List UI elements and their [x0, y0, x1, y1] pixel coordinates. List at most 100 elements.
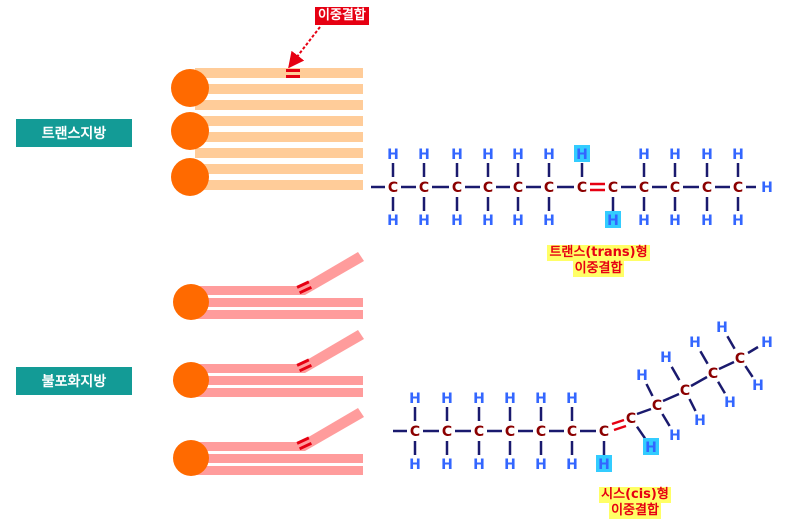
carbon-atom: C: [599, 424, 609, 440]
bond-line: [635, 425, 647, 440]
hydrogen-atom: H: [543, 147, 555, 163]
cis-double-bond-caption: 시스(cis)형 이중결합: [580, 487, 690, 519]
hydrogen-atom: H: [409, 391, 421, 407]
carbon-atom: C: [639, 180, 649, 196]
cis-tail: [195, 442, 305, 451]
double-bond-mark: [296, 280, 310, 289]
trans-caption-line2: 이중결합: [572, 261, 625, 277]
unsaturated-fat-label: 불포화지방: [16, 367, 132, 395]
double-bond-mark: [298, 285, 313, 295]
hydrogen-atom: H: [418, 213, 430, 229]
hydrogen-atom: H: [504, 457, 516, 473]
cis-tail-bent: [300, 330, 364, 373]
hydrogen-atom: H: [576, 147, 588, 163]
carbon-atom: C: [680, 383, 690, 399]
cis-tail: [195, 466, 363, 475]
cis-tail: [195, 298, 363, 307]
bond-line: [718, 360, 735, 371]
lipid-head: [171, 69, 209, 107]
hydrogen-atom: H: [566, 457, 578, 473]
double-bond-mark: [296, 436, 310, 445]
bond-line: [747, 345, 759, 355]
hydrogen-atom: H: [669, 428, 681, 444]
carbon-atom: C: [452, 180, 462, 196]
carbon-atom: C: [544, 180, 554, 196]
bond-line: [636, 407, 652, 416]
bond-line: [717, 381, 726, 394]
hydrogen-atom: H: [732, 213, 744, 229]
hydrogen-atom: H: [387, 147, 399, 163]
hydrogen-atom: H: [543, 213, 555, 229]
lipid-head: [173, 362, 209, 398]
hydrogen-atom: H: [689, 335, 701, 351]
carbon-atom: C: [536, 424, 546, 440]
hydrogen-atom: H: [473, 457, 485, 473]
double-bond-mark: [298, 363, 313, 373]
highlight-box: [574, 145, 590, 162]
hydrogen-atom: H: [535, 391, 547, 407]
bond-line: [670, 366, 681, 381]
bond-line: [661, 413, 671, 427]
trans-tail: [195, 84, 363, 94]
hydrogen-atom: H: [607, 213, 619, 229]
cis-tail: [195, 286, 305, 295]
hydrogen-atom: H: [732, 147, 744, 163]
carbon-atom: C: [483, 180, 493, 196]
lipid-head: [173, 440, 209, 476]
lipid-head: [171, 112, 209, 150]
hydrogen-atom: H: [482, 147, 494, 163]
hydrogen-atom-terminal: H: [761, 335, 773, 351]
highlight-box: [643, 438, 659, 455]
hydrogen-atom: H: [566, 391, 578, 407]
hydrogen-atom: H: [701, 147, 713, 163]
hydrogen-atom: H: [441, 457, 453, 473]
carbon-atom: C: [670, 180, 680, 196]
hydrogen-atom: H: [535, 457, 547, 473]
double-bond-line: [613, 424, 627, 432]
trans-tail: [195, 164, 363, 174]
hydrogen-atom: H: [669, 147, 681, 163]
bond-line: [699, 350, 709, 365]
lipid-head: [171, 158, 209, 196]
carbon-atom: C: [388, 180, 398, 196]
trans-tail: [195, 116, 363, 126]
carbon-atom: C: [567, 424, 577, 440]
bond-line: [688, 398, 697, 412]
hydrogen-atom: H: [451, 147, 463, 163]
carbon-atom: C: [702, 180, 712, 196]
hydrogen-atom: H: [418, 147, 430, 163]
double-bond-mark: [286, 69, 300, 72]
carbon-atom: C: [733, 180, 743, 196]
trans-tail: [195, 180, 363, 190]
carbon-atom: C: [577, 180, 587, 196]
double-bond-mark: [286, 75, 300, 78]
bond-line: [645, 383, 654, 397]
bond-line: [744, 365, 754, 378]
hydrogen-atom-terminal: H: [761, 180, 773, 196]
hydrogen-atom: H: [409, 457, 421, 473]
hydrogen-atom: H: [701, 213, 713, 229]
cis-tail: [195, 310, 363, 319]
trans-fat-molecule-group: [171, 68, 363, 196]
cis-fat-molecule-group: [173, 252, 364, 476]
trans-fat-label: 트랜스지방: [16, 119, 132, 147]
carbon-atom: C: [474, 424, 484, 440]
bond-line: [726, 335, 736, 350]
cis-caption-line1: 시스(cis)형: [599, 487, 671, 503]
hydrogen-atom: H: [669, 213, 681, 229]
hydrogen-atom: H: [716, 320, 728, 336]
carbon-atom: C: [419, 180, 429, 196]
hydrogen-atom: H: [482, 213, 494, 229]
carbon-atom: C: [708, 366, 718, 382]
cis-tail: [195, 388, 363, 397]
hydrogen-atom: H: [504, 391, 516, 407]
hydrogen-atom: H: [636, 368, 648, 384]
hydrogen-atom: H: [752, 378, 764, 394]
hydrogen-atom: H: [473, 391, 485, 407]
cis-tail-bent: [300, 252, 364, 295]
cis-caption-line2: 이중결합: [609, 503, 661, 519]
cis-tail: [195, 454, 363, 463]
hydrogen-atom: H: [724, 395, 736, 411]
carbon-atom: C: [410, 424, 420, 440]
